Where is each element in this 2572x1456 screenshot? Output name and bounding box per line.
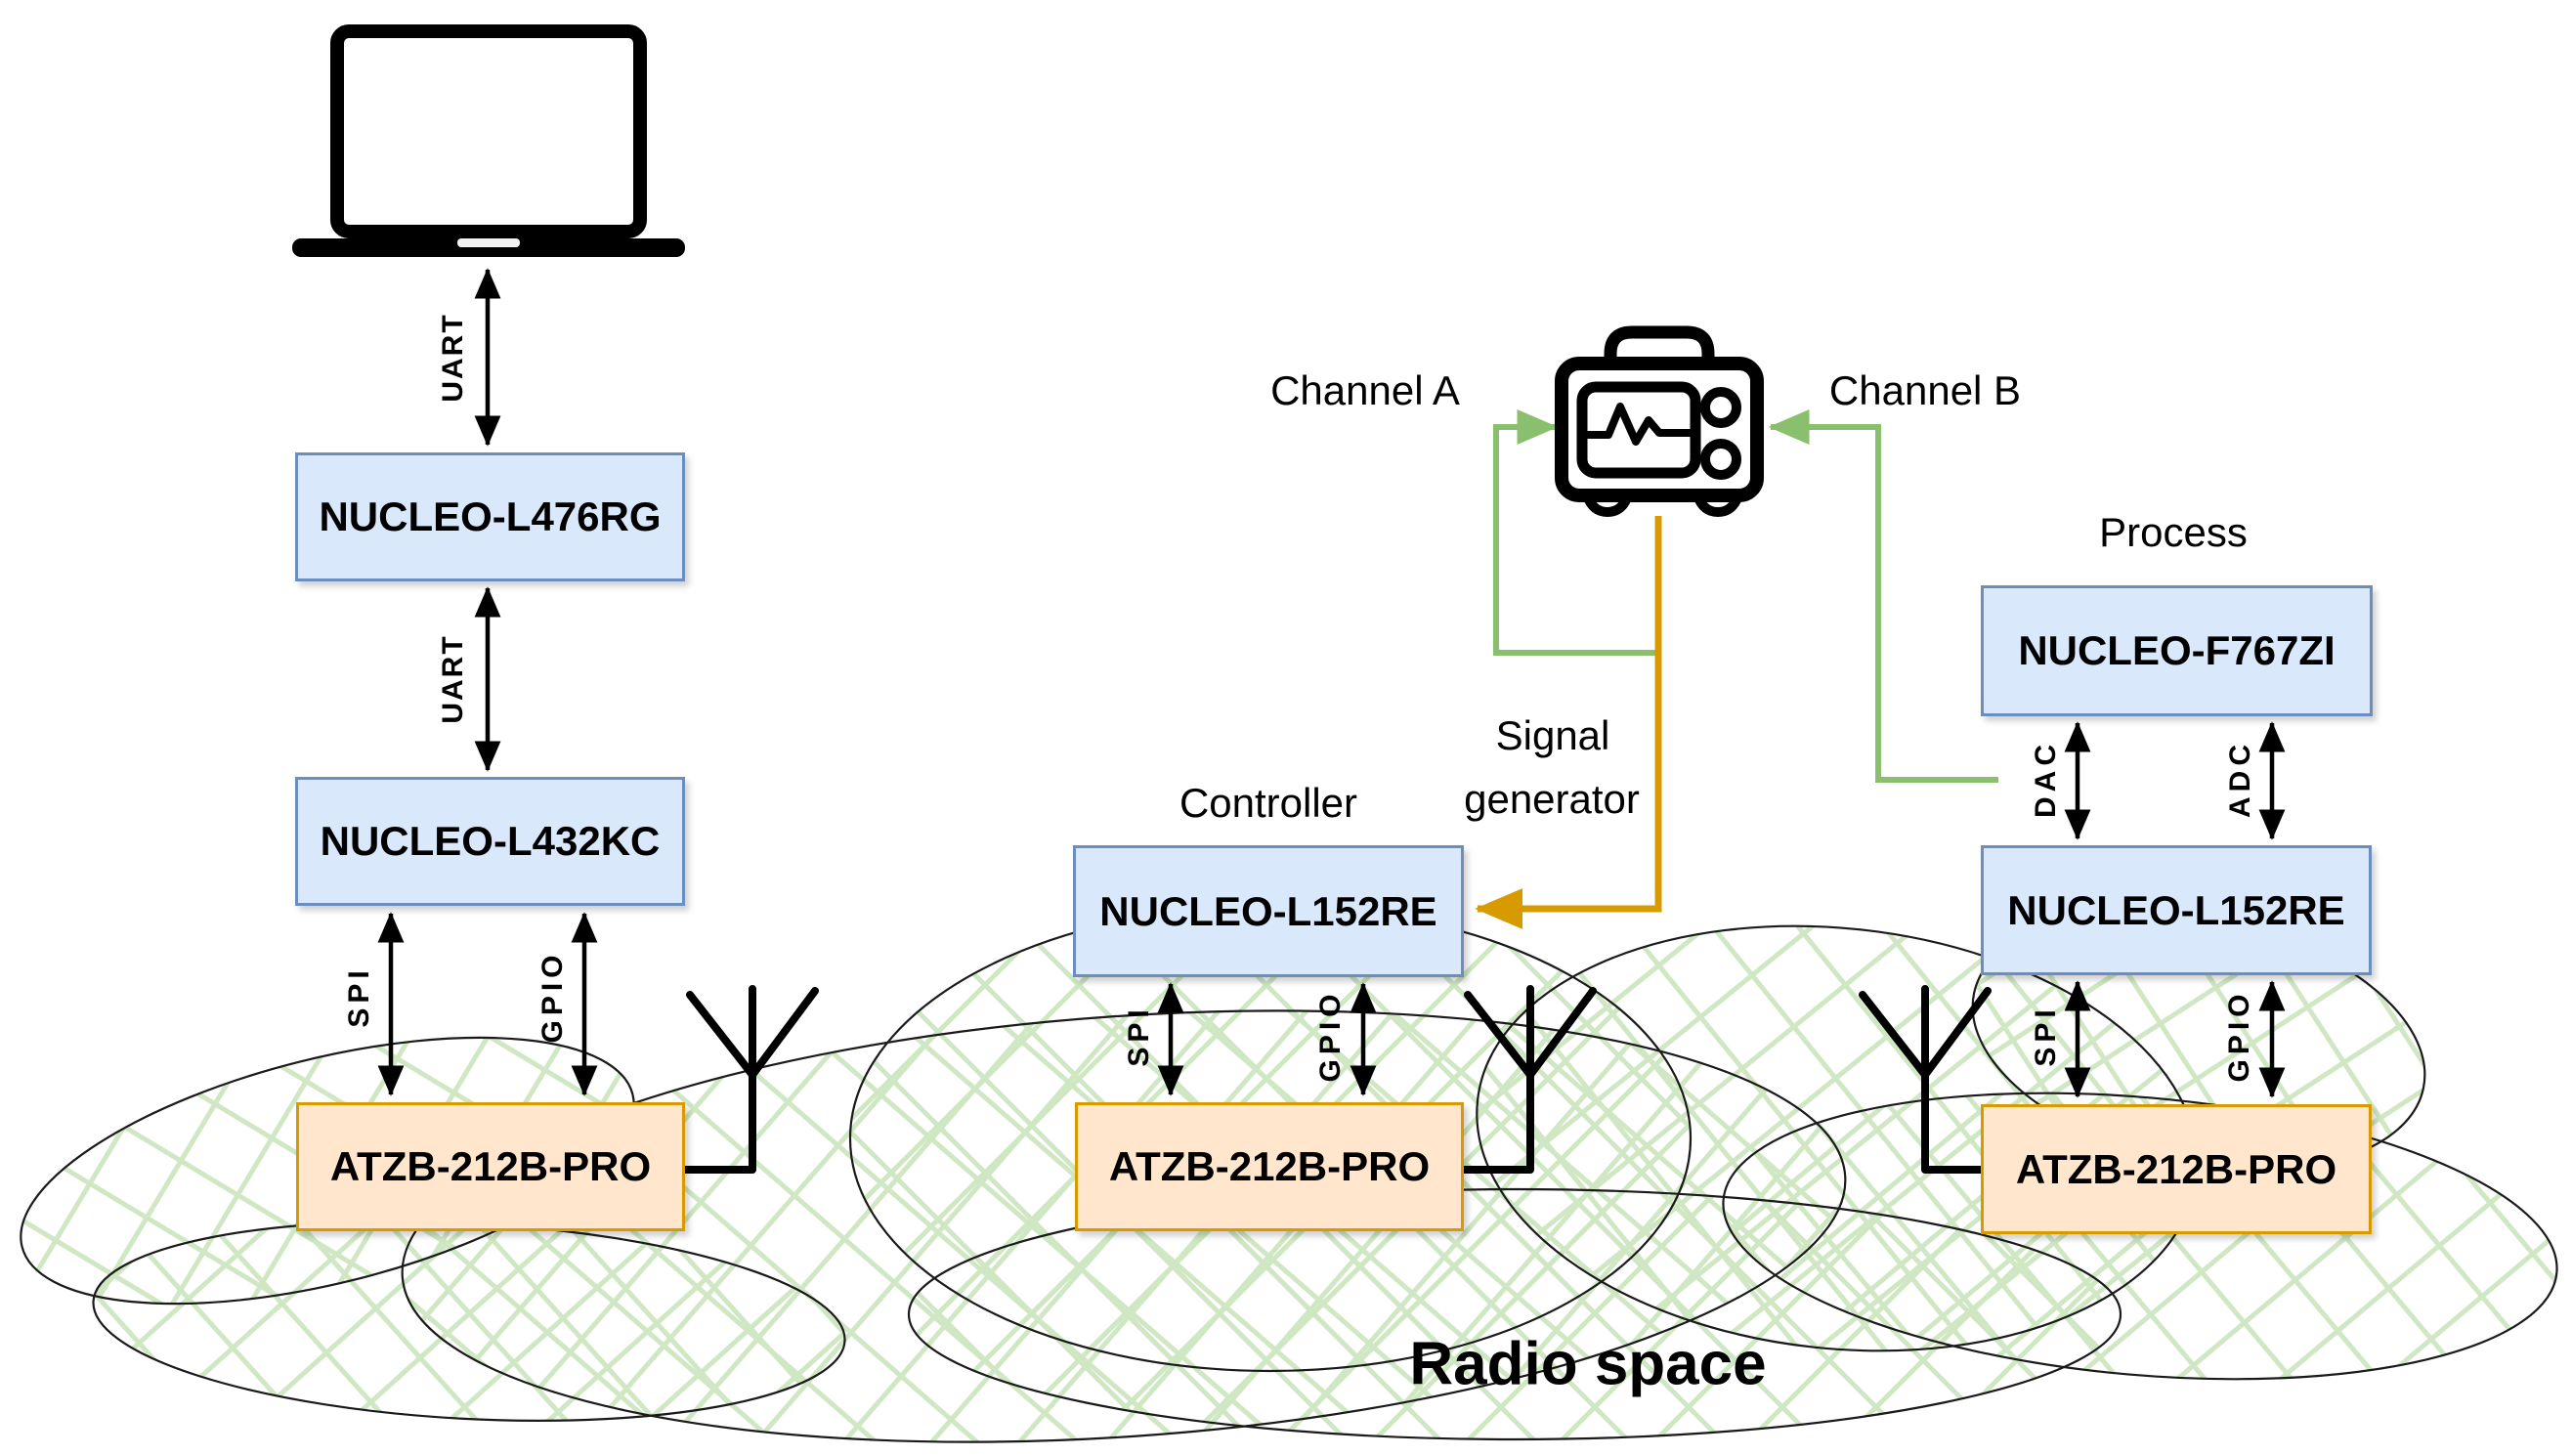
node-atzb-212b-pro-left: ATZB-212B-PRO	[296, 1102, 685, 1231]
dac-label: DAC	[2030, 740, 2062, 818]
gpio-label-1: GPIO	[536, 950, 569, 1044]
node-atzb-212b-pro-middle: ATZB-212B-PRO	[1075, 1102, 1464, 1231]
oscilloscope-icon	[1555, 325, 1764, 518]
node-nucleo-l476rg: NUCLEO-L476RG	[295, 452, 685, 581]
antenna-icon	[681, 985, 819, 1174]
antenna-icon	[1859, 985, 1992, 1174]
node-nucleo-l432kc: NUCLEO-L432KC	[295, 777, 685, 906]
gpio-label-2: GPIO	[1314, 989, 1347, 1083]
signal-generator-label-line1: Signal	[1495, 712, 1610, 758]
node-nucleo-f767zi: NUCLEO-F767ZI	[1981, 585, 2373, 716]
signal-generator-label-line2: generator	[1464, 776, 1640, 822]
spi-label-2: SPI	[1123, 1005, 1155, 1067]
gpio-label-3: GPIO	[2223, 989, 2255, 1083]
spi-label-1: SPI	[343, 965, 375, 1028]
process-role-label: Process	[2099, 509, 2248, 555]
antenna-icon	[1460, 985, 1597, 1174]
controller-role-label: Controller	[1179, 780, 1358, 826]
channel-b-wire	[1768, 409, 1998, 783]
signal-generator-wire	[1475, 516, 1662, 929]
node-nucleo-l152re-controller: NUCLEO-L152RE	[1073, 845, 1464, 977]
uart-label-1: UART	[437, 313, 469, 403]
channel-b-label: Channel B	[1828, 367, 2022, 413]
node-atzb-212b-pro-right: ATZB-212B-PRO	[1981, 1104, 2372, 1234]
adc-label: ADC	[2224, 740, 2256, 818]
spi-label-3: SPI	[2030, 1005, 2062, 1067]
uart-label-2: UART	[437, 634, 469, 724]
laptop-icon	[292, 24, 685, 257]
radio-space-label: Radio space	[1409, 1330, 1767, 1398]
bus-arrows	[377, 268, 2286, 1098]
channel-a-wire	[1493, 409, 1658, 656]
channel-a-label: Channel A	[1270, 367, 1460, 413]
node-nucleo-l152re-process: NUCLEO-L152RE	[1981, 845, 2372, 975]
